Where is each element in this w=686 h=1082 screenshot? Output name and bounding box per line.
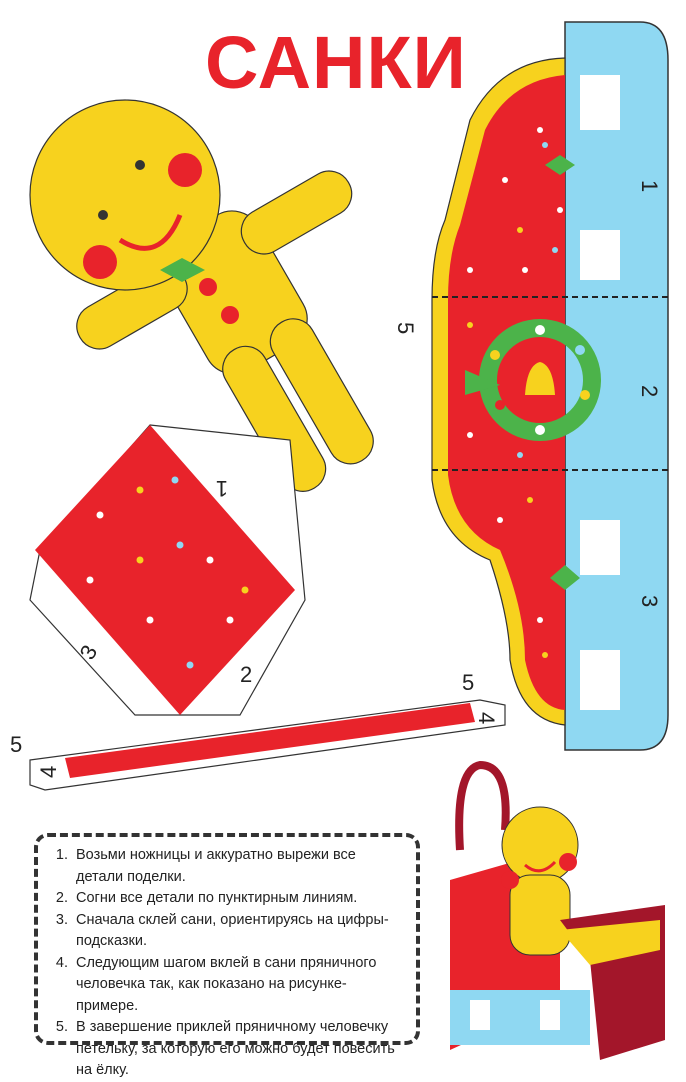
glue-label: 5 (462, 670, 474, 695)
instructions-list: Возьми ножницы и аккуратно вырежи все де… (46, 845, 406, 1082)
glue-label: 2 (637, 385, 662, 397)
glue-label: 2 (240, 662, 252, 687)
glue-label: 3 (637, 595, 662, 607)
wreath-icon (465, 319, 601, 441)
sled-box-piece: 1 2 3 (29, 424, 306, 716)
bow-icon (160, 258, 205, 282)
example-assembled-sled (450, 760, 665, 1060)
glue-label: 5 (10, 732, 22, 757)
bow-icon (545, 155, 575, 175)
bow-icon (550, 565, 580, 590)
glue-label: 4 (36, 766, 61, 778)
handle-strip-piece: 5 4 5 4 (10, 670, 506, 791)
sled-side-piece: 1 2 3 5 (393, 21, 669, 751)
instructions-box: Возьми ножницы и аккуратно вырежи все де… (34, 833, 420, 1078)
instruction-step: В завершение приклей пряничному человечк… (72, 1017, 406, 1082)
instruction-step: Сначала склей сани, ориентируясь на цифр… (72, 910, 406, 953)
page-title: САНКИ (205, 21, 467, 104)
instruction-step: Возьми ножницы и аккуратно вырежи все де… (72, 845, 406, 888)
gingerbread-man (29, 99, 374, 492)
glue-label: 1 (637, 180, 662, 192)
glue-label: 1 (216, 476, 228, 501)
glue-label: 4 (474, 712, 499, 724)
instruction-step: Согни все детали по пунктирным линиям. (72, 888, 406, 910)
instruction-step: Следующим шагом вклей в сани пряничного … (72, 953, 406, 1018)
glue-label: 5 (393, 322, 418, 334)
